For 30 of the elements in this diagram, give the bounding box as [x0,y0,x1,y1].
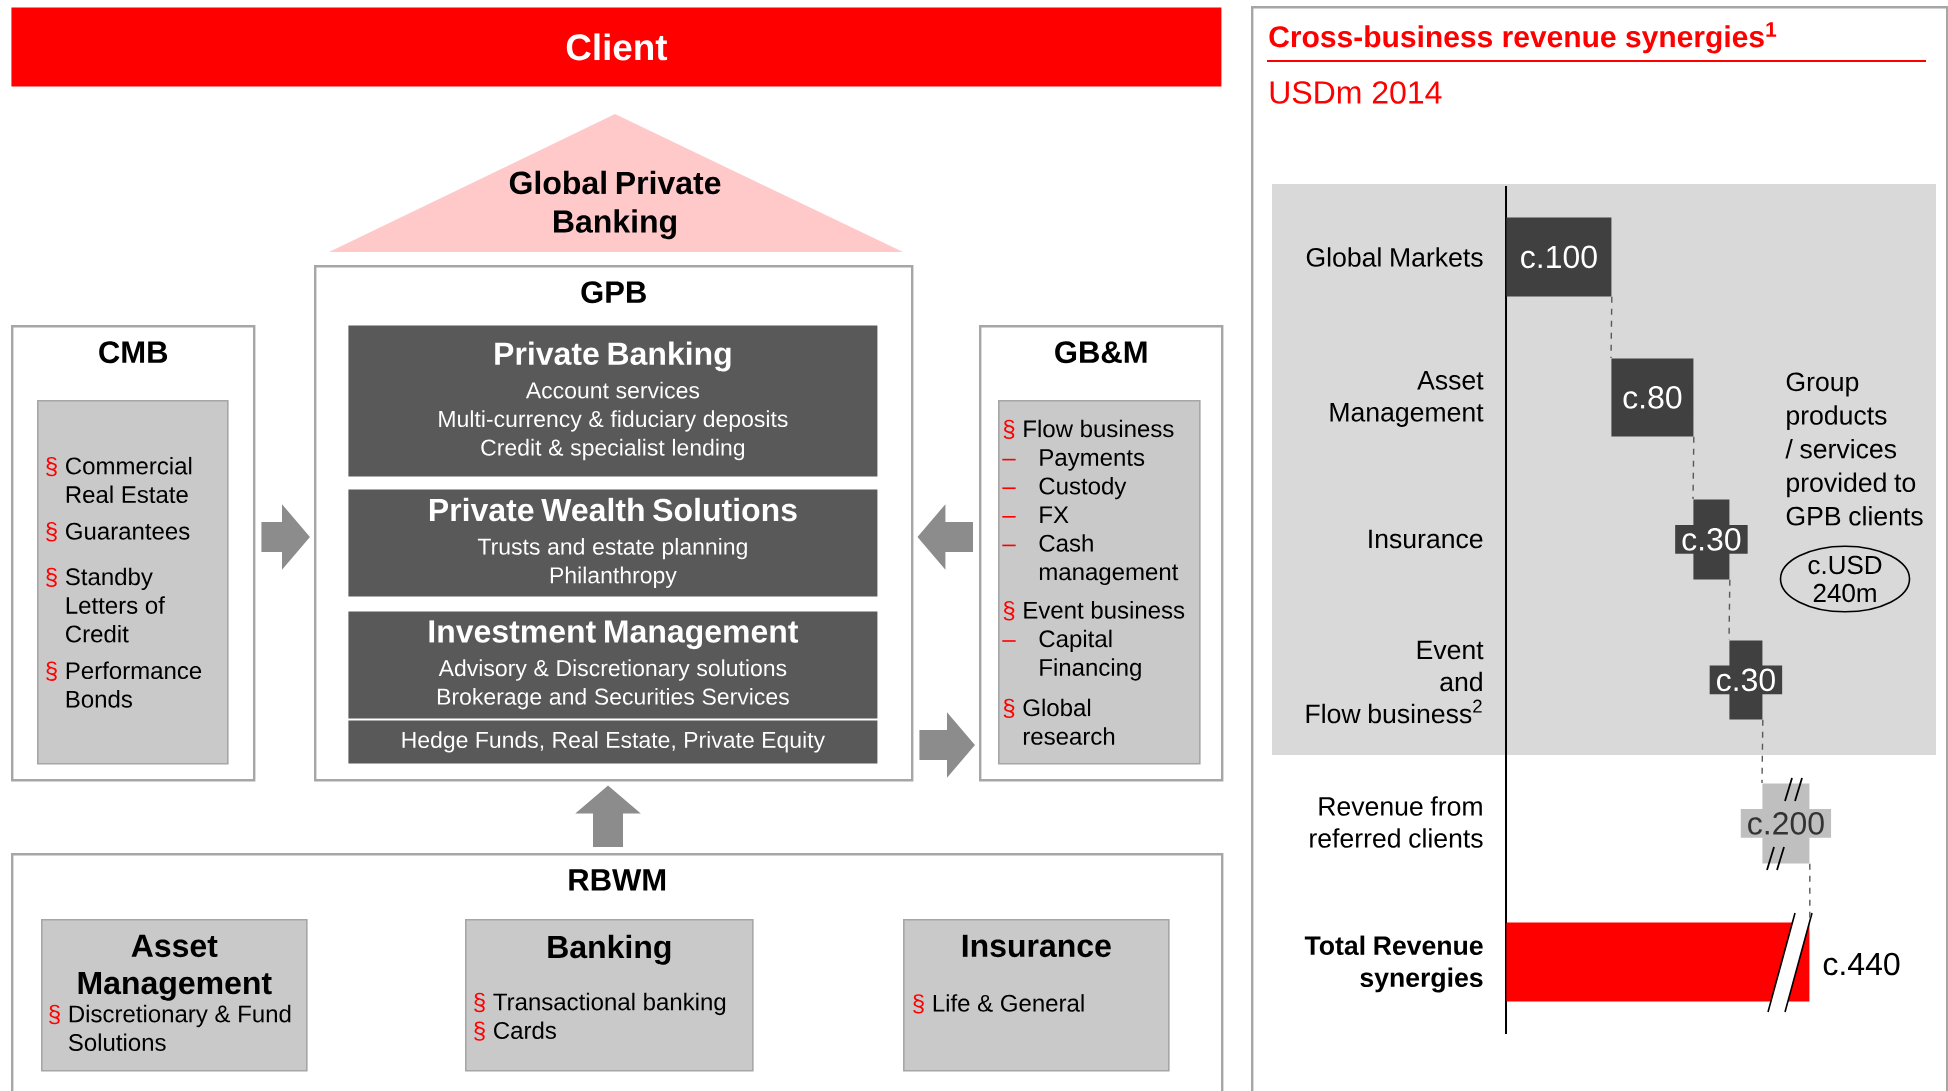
waterfall-bar: c.80 [1611,358,1694,437]
product-box: Banking § Transactional banking § Cards [465,919,754,1072]
node-label: Investment Management [429,620,799,650]
waterfall-bar: c.200 [1740,777,1832,871]
node-label: Brokerage and Securities Services [437,687,789,710]
category-label: Insurance [1369,529,1483,549]
product-box: Asset Management § Discretionary & Fund Solutions [41,919,308,1072]
category-label: Revenue from referred clients [1310,796,1483,848]
connector-line [1761,719,1764,784]
node-label: Hedge Funds, Real Estate, Private Equity [402,731,826,753]
list-box: § Commercial Real Estate § Guarantees § Standby Letters of Credit § Performance Bonds [37,400,229,765]
service-strip: Hedge Funds, Real Estate, Private Equity [348,720,878,764]
service-box: Private Wealth Solutions Trusts and estate planning Philanthropy [348,489,878,597]
list-box: § Flow business – Payments – Custody – FX – Cash management § Event business – Capital Financing § Global research [998,400,1201,765]
connector-line [1610,296,1613,359]
category-label: Asset Management [1330,371,1484,427]
waterfall-bar: c.30 [1709,640,1783,720]
service-box: Private Banking Account services Multi-currency & fiduciary deposits Credit & specialist lending [348,325,878,477]
node-label: Advisory & Discretionary solutions [438,659,787,681]
waterfall-bar: c.30 [1675,499,1748,580]
roof-triangle: Global Private Banking [329,114,903,252]
connector-line [1692,436,1695,500]
value-oval: c.USD 240m [1779,545,1911,613]
category-label: Total Revenue synergies [1304,935,1483,993]
header-band: Client [11,7,1222,87]
note-text: Group products / services provided to GPB clients [1785,372,1923,526]
product-box: Insurance § Life & General [903,919,1170,1072]
waterfall-bar: c.100 [1506,217,1612,297]
category-label: Event and Flow business$^{2}$ [1306,640,1484,724]
value-label: c.440 [1823,952,1900,976]
